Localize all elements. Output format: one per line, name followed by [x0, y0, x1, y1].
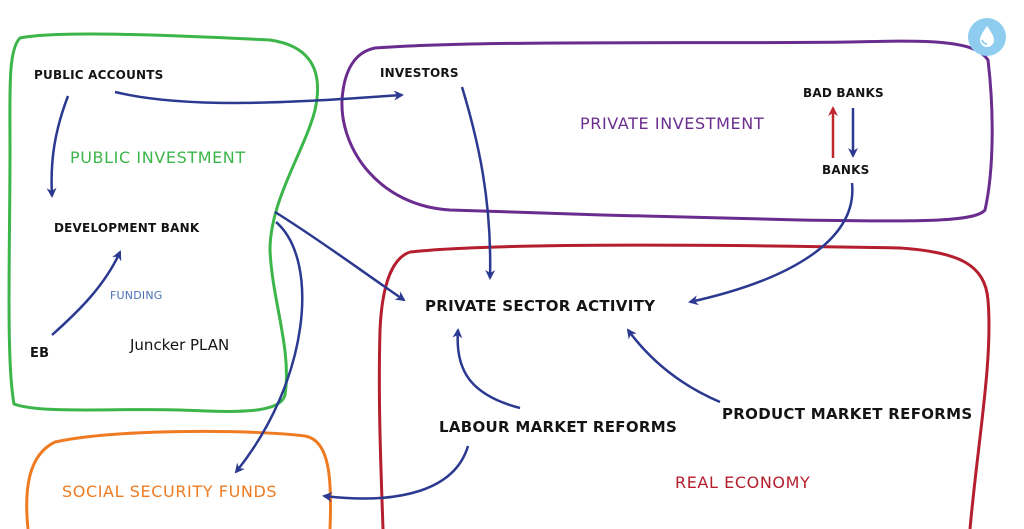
water-drop-glyph: [980, 26, 994, 47]
labour-market-reforms-label: LABOUR MARKET REFORMS: [439, 418, 678, 436]
arrow-product-reforms-to-private-sector: [626, 328, 721, 404]
arrow-development-bank-to-social-security: [234, 221, 304, 474]
investors-label: INVESTORS: [380, 66, 459, 80]
arrow-investors-to-private-sector: [460, 86, 496, 280]
eb-label: EB: [30, 346, 50, 361]
arrow-banks-to-private-sector: [688, 182, 854, 306]
private-investment-outline: [340, 39, 994, 223]
banks-label: BANKS: [822, 163, 870, 177]
juncker-plan-label: Juncker PLAN: [130, 336, 230, 354]
arrow-labour-reforms-to-social-security: [322, 445, 470, 502]
public-investment-label: PUBLIC INVESTMENT: [70, 148, 246, 167]
arrow-eb-to-development-bank: [51, 250, 122, 336]
funding-label: FUNDING: [110, 289, 163, 302]
product-market-reforms-label: PRODUCT MARKET REFORMS: [722, 405, 973, 423]
real-economy-outline: [377, 243, 991, 529]
public-investment-outline: [7, 32, 320, 413]
social-security-outline: [25, 429, 333, 529]
arrow-public-accounts-to-development-bank: [46, 95, 70, 198]
development-bank-label: DEVELOPMENT BANK: [54, 221, 200, 235]
private-investment-label: PRIVATE INVESTMENT: [580, 114, 765, 133]
arrow-public-accounts-to-investors: [114, 90, 404, 105]
real-economy-label: REAL ECONOMY: [675, 473, 811, 492]
arrow-development-bank-to-private-sector: [274, 210, 406, 302]
water-drop-icon[interactable]: [968, 18, 1006, 56]
bad-banks-label: BAD BANKS: [803, 86, 884, 100]
private-sector-activity-label: PRIVATE SECTOR ACTIVITY: [425, 297, 656, 315]
social-security-funds-label: SOCIAL SECURITY FUNDS: [62, 482, 278, 501]
arrow-labour-reforms-to-private-sector: [452, 328, 521, 410]
public-accounts-label: PUBLIC ACCOUNTS: [34, 68, 164, 82]
